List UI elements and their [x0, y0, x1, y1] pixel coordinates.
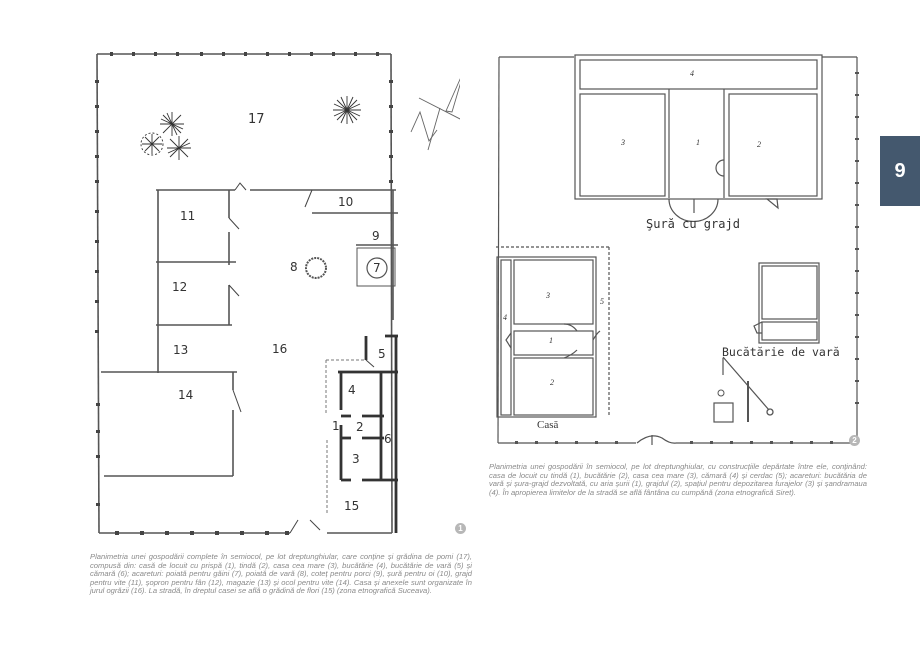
label-10-sheep-barn: 10 [338, 195, 354, 209]
label-13-storehouse: 13 [173, 343, 189, 357]
label-s2-stable: 2 [757, 140, 761, 149]
north-arrow-icon [410, 78, 460, 151]
label-16-courtyard: 16 [272, 342, 288, 356]
label-1-porch-house: 1 [332, 419, 340, 433]
label-9-pigsty: 9 [372, 229, 380, 243]
label-c2-kitchen: 2 [550, 378, 554, 387]
label-c5-cerdac: 5 [600, 297, 604, 306]
household-plan-suceava-drawing [95, 52, 460, 535]
figure-2-badge: 2 [849, 435, 860, 446]
figure-1-badge: 1 [455, 523, 466, 534]
label-11-cattle-stable: 11 [180, 209, 196, 223]
label-4-kitchen: 4 [348, 383, 356, 397]
figure-1-caption: Planimetria unei gospodării complete în … [90, 552, 472, 596]
label-c3-great-room: 3 [546, 291, 550, 300]
label-3-great-room: 3 [352, 452, 360, 466]
label-17-orchard: 17 [248, 112, 265, 127]
label-c4-pantry: 4 [503, 313, 507, 322]
page-number-tab: 9 [880, 136, 920, 206]
label-s3-fodder-storage: 3 [621, 138, 625, 147]
label-s4-sandramaua: 4 [690, 69, 694, 78]
label-12-hay-shed: 12 [172, 280, 188, 294]
label-s1-barn-floor: 1 [696, 138, 700, 147]
figure-2-caption: Planimetria unei gospodării în semiocol,… [489, 462, 867, 497]
fruit-trees-icon [140, 96, 361, 160]
figure-1-floor-plan: 17 10 11 9 8 7 12 13 16 5 14 4 1 2 6 3 1… [0, 0, 460, 545]
household-plan-siret-drawing [496, 54, 859, 445]
stone-icon [766, 408, 774, 416]
label-c1-hall: 1 [549, 336, 553, 345]
label-15-flower-garden: 15 [344, 499, 360, 513]
label-5-summer-kitchen: 5 [378, 347, 386, 361]
bucket-icon [717, 389, 725, 397]
label-8-summer-coop: 8 [290, 260, 298, 274]
label-2-hall: 2 [356, 420, 364, 434]
label-sura-cu-grajd: Şură cu grajd [646, 217, 740, 231]
figure-2-floor-plan: 4 3 1 2 Şură cu grajd 3 5 4 1 2 Casă Buc… [496, 54, 859, 445]
label-7-hen-house: 7 [373, 261, 381, 275]
label-6-pantry: 6 [384, 432, 392, 446]
label-bucatarie-de-vara: Bucătărie de vară [722, 345, 840, 359]
label-casa: Casă [537, 419, 559, 431]
label-14-cattle-pen: 14 [178, 388, 194, 402]
